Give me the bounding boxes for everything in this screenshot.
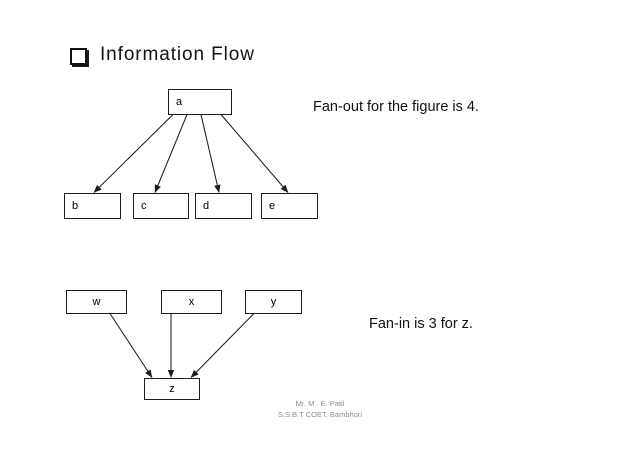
- node-x[interactable]: x: [161, 290, 222, 314]
- arrow-y-to-z: [190, 313, 255, 378]
- node-y-label: y: [270, 296, 277, 308]
- node-w[interactable]: w: [66, 290, 127, 314]
- node-e-label: e: [269, 200, 276, 212]
- node-x-label: x: [188, 296, 195, 308]
- arrow-a-to-d: [200, 114, 221, 193]
- node-c-label: c: [141, 200, 147, 212]
- slide-footer: Mr. M . E. Patil S.S.B.T COET, Bambhori: [0, 399, 640, 420]
- node-c[interactable]: c: [133, 193, 189, 219]
- page-title: Information Flow: [70, 44, 255, 66]
- node-b-label: b: [72, 200, 79, 212]
- fan-out-arrow-group: [93, 114, 289, 193]
- node-a-label: a: [176, 96, 183, 108]
- node-d[interactable]: d: [195, 193, 252, 219]
- arrow-a-to-b: [93, 114, 174, 193]
- arrow-a-to-c: [154, 114, 188, 193]
- node-w-label: w: [92, 296, 101, 308]
- arrow-w-to-z: [109, 313, 153, 378]
- node-y[interactable]: y: [245, 290, 302, 314]
- fan-out-caption: Fan-out for the figure is 4.: [313, 99, 480, 115]
- node-d-label: d: [203, 200, 210, 212]
- footer-institution: S.S.B.T COET, Bambhori: [277, 409, 363, 419]
- node-z-label: z: [169, 383, 175, 395]
- hollow-square-bullet-icon: [70, 47, 87, 65]
- arrow-a-to-e: [220, 114, 289, 193]
- node-b[interactable]: b: [64, 193, 121, 219]
- page-title-text: Information Flow: [100, 44, 255, 65]
- fan-in-arrow-group: [109, 313, 255, 378]
- footer-author: Mr. M . E. Patil: [295, 399, 345, 408]
- fan-in-caption: Fan-in is 3 for z.: [369, 316, 473, 332]
- node-a[interactable]: a: [168, 89, 232, 115]
- node-e[interactable]: e: [261, 193, 318, 219]
- node-z[interactable]: z: [144, 378, 200, 400]
